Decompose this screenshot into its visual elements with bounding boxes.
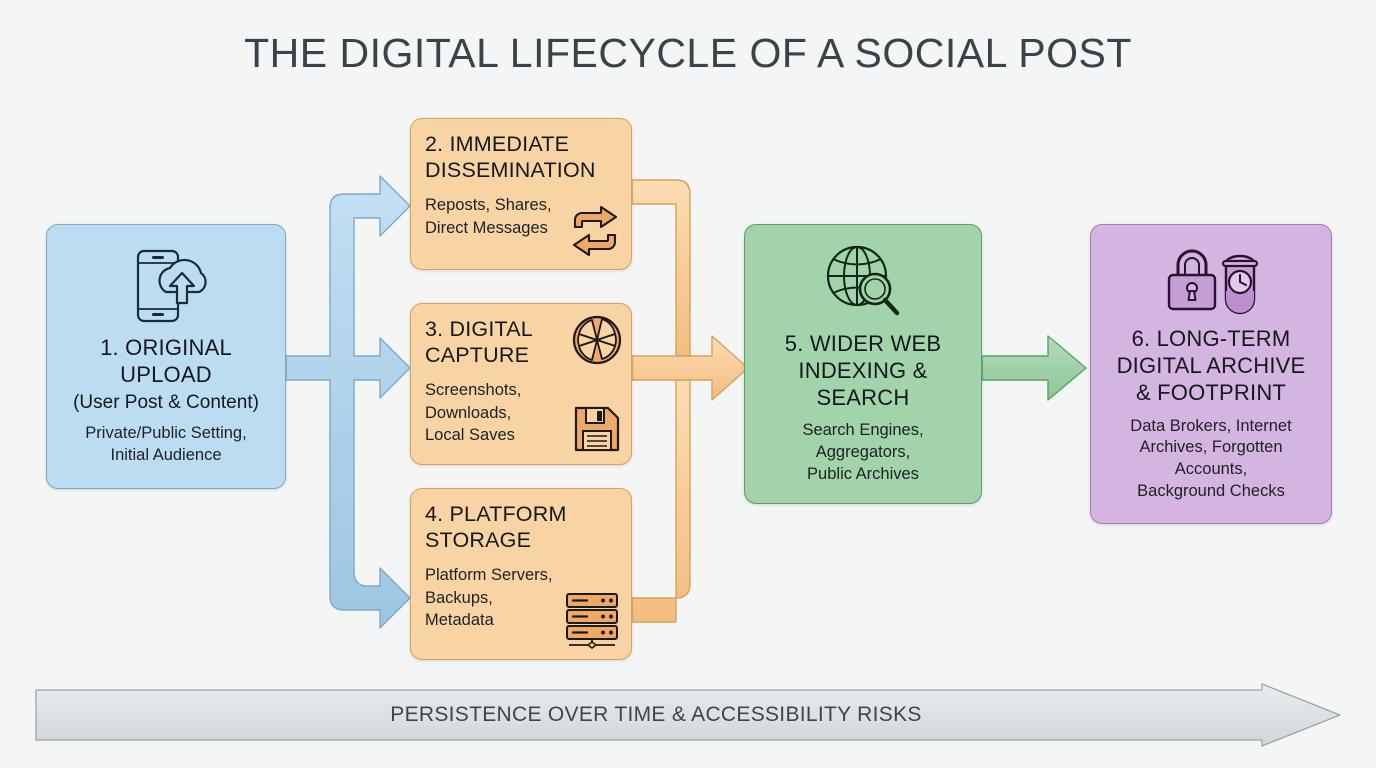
node5-detail-line2: Aggregators,	[815, 443, 911, 462]
node1-subheading: (User Post & Content)	[73, 391, 259, 413]
node-digital-capture[interactable]: 3. DIGITAL CAPTURE Screenshots, Download…	[410, 303, 632, 465]
node1-heading-line1: 1. ORIGINAL	[100, 335, 232, 361]
orange-merging-arrow	[631, 179, 749, 623]
persistence-banner-label: PERSISTENCE OVER TIME & ACCESSIBILITY RI…	[390, 703, 922, 726]
node4-detail-line3: Metadata	[425, 610, 494, 629]
node5-heading-line1: 5. WIDER WEB	[784, 331, 942, 357]
node-wider-web-indexing[interactable]: 5. WIDER WEB INDEXING & SEARCH Search En…	[744, 224, 982, 504]
floppy-disk-icon	[574, 406, 620, 452]
node-platform-storage[interactable]: 4. PLATFORM STORAGE Platform Servers, Ba…	[410, 488, 632, 660]
node3-heading-line1: 3. DIGITAL	[425, 317, 533, 341]
padlock-icon	[1167, 249, 1217, 311]
node2-heading-line2: DISSEMINATION	[425, 158, 596, 183]
node1-heading-line2: UPLOAD	[120, 362, 212, 388]
blue-branching-arrow	[285, 175, 411, 629]
node5-heading-line2: INDEXING &	[798, 358, 928, 384]
node6-heading-line1: 6. LONG-TERM	[1131, 326, 1291, 352]
node2-detail-line2: Direct Messages	[425, 218, 548, 237]
node2-detail-line1: Reposts, Shares,	[425, 196, 552, 215]
node6-detail-line4: Background Checks	[1137, 481, 1285, 500]
node-long-term-archive[interactable]: 6. LONG-TERM DIGITAL ARCHIVE & FOOTPRINT…	[1090, 224, 1332, 524]
node5-detail-line3: Public Archives	[807, 464, 919, 483]
node1-detail-line2: Initial Audience	[110, 445, 222, 464]
node4-heading-line2: STORAGE	[425, 528, 532, 553]
node-immediate-dissemination[interactable]: 2. IMMEDIATE DISSEMINATION Reposts, Shar…	[410, 118, 632, 270]
node2-heading-line1: 2. IMMEDIATE	[425, 132, 570, 156]
node3-heading-line2: CAPTURE	[425, 343, 530, 368]
node3-detail-line1: Screenshots,	[425, 381, 522, 400]
node4-detail-line2: Backups,	[425, 588, 493, 607]
node-original-upload[interactable]: 1. ORIGINAL UPLOAD (User Post & Content)…	[46, 224, 286, 489]
archive-icons-group	[1167, 249, 1259, 315]
server-rack-icon	[566, 593, 618, 649]
node5-detail-line1: Search Engines,	[802, 421, 924, 440]
node5-heading-line3: SEARCH	[816, 385, 910, 411]
node3-detail-line3: Local Saves	[425, 425, 515, 444]
page-title: THE DIGITAL LIFECYCLE OF A SOCIAL POST	[244, 30, 1132, 76]
time-capsule-clock-icon	[1221, 255, 1259, 315]
repost-arrows-icon	[572, 205, 618, 257]
camera-aperture-icon	[572, 315, 622, 365]
node1-detail-line1: Private/Public Setting,	[85, 424, 247, 443]
globe-search-icon	[826, 246, 900, 316]
node6-detail-line1: Data Brokers, Internet	[1130, 416, 1292, 435]
green-arrow	[981, 335, 1087, 401]
node6-heading-line3: & FOOTPRINT	[1135, 380, 1287, 406]
node6-detail-line3: Accounts,	[1174, 460, 1248, 479]
node6-heading-line2: DIGITAL ARCHIVE	[1116, 353, 1306, 379]
node4-heading-line1: 4. PLATFORM	[425, 502, 567, 526]
node4-detail-line1: Platform Servers,	[425, 566, 553, 585]
phone-cloud-upload-icon	[136, 250, 207, 323]
node3-detail-line2: Downloads,	[425, 403, 512, 422]
persistence-arrow-banner: PERSISTENCE OVER TIME & ACCESSIBILITY RI…	[36, 684, 1340, 746]
node6-detail-line2: Archives, Forgotten	[1139, 438, 1283, 457]
